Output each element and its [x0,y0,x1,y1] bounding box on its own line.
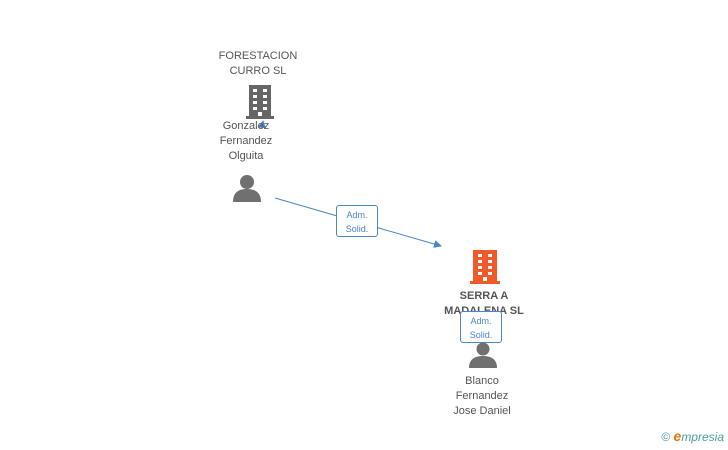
edge-label-adm-solid[interactable]: Adm. Solid. [336,205,378,237]
edge-label-line1: Adm. [470,316,492,326]
footer-brand: © empresia [661,428,724,444]
building-icon[interactable] [470,250,500,284]
building-icon[interactable] [246,85,274,119]
brand-logo-text: mpresia [681,430,724,444]
edge-label-adm-solid[interactable]: Adm. Solid. [460,311,502,343]
person-icon[interactable] [469,342,497,368]
edge-label-line2: Solid. [345,224,369,234]
copyright-icon: © [661,430,671,444]
person-blanco-label: Blanco Fernandez Jose Daniel [453,375,511,417]
edge-label-line2: Solid. [469,330,493,340]
person-icon[interactable] [233,174,261,202]
brand-logo-e: e [673,428,682,444]
person-gonzalez-label: Gonzalez Fernandez Olguita [219,120,273,162]
edge-label-line1: Adm. [346,210,368,220]
edge-gonzalez-forestacion [258,120,266,129]
company-forestacion-label: FORESTACION CURRO SL [218,50,298,77]
